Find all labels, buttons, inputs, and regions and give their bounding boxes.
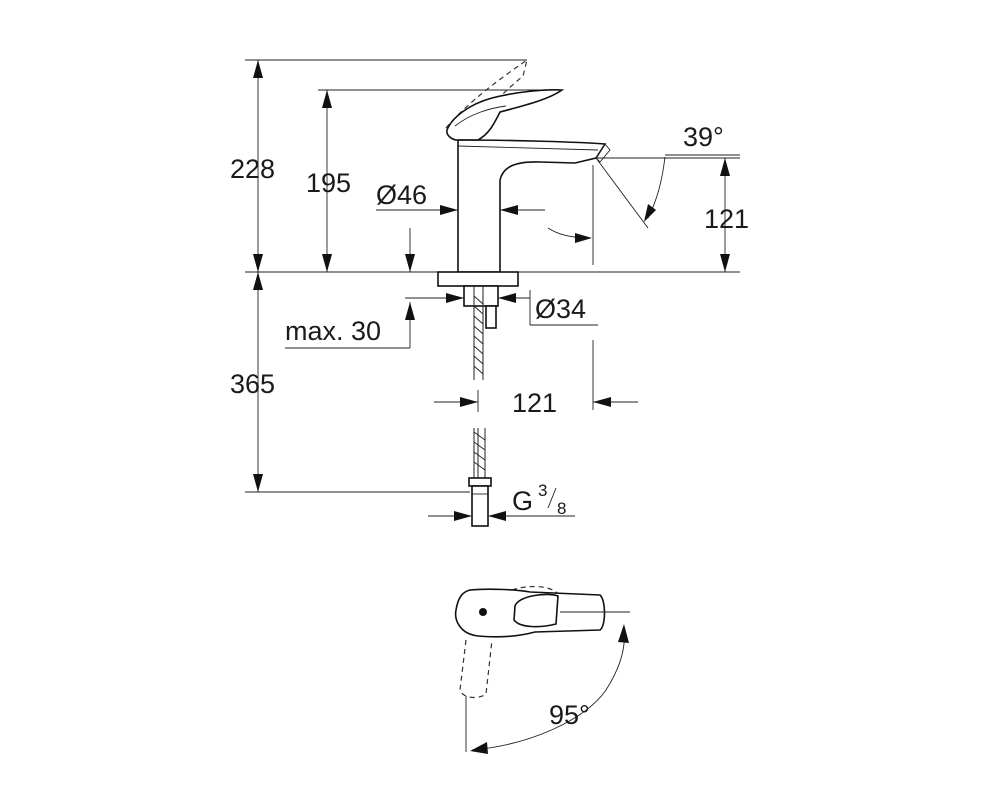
mounting-nut: [463, 285, 499, 307]
dimension-195-label: 195: [306, 168, 351, 198]
supply-hose: [473, 286, 486, 478]
mounting-rod: [485, 305, 497, 329]
dimension-95-label: 95°: [549, 700, 590, 730]
lever-inner-line: [454, 105, 507, 127]
dimension-thread-numerator: 3: [538, 481, 547, 500]
spout-outlet: [595, 143, 611, 163]
spout-top-line: [457, 145, 599, 151]
mounting-plate: [437, 271, 519, 287]
dimension-d46-label: Ø46: [376, 180, 427, 210]
hose-connector: [468, 477, 492, 527]
dimension-365-label: 365: [230, 369, 275, 399]
faucet-side-view: 228 195 Ø46 39° 121 Ø34: [230, 58, 749, 527]
lever-raised-dashed: [445, 58, 528, 129]
dimension-thread-denominator: 8: [557, 499, 566, 518]
dimension-d34-label: Ø34: [535, 294, 586, 324]
dimension-228-label: 228: [230, 154, 275, 184]
top-view-lever: [513, 593, 559, 628]
dimension-121-reach-label: 121: [512, 388, 557, 418]
dimension-121-height-label: 121: [704, 204, 749, 234]
lever-rotated-dashed: [459, 639, 493, 699]
dimension-max30-label: max. 30: [285, 316, 381, 346]
faucet-body: [457, 139, 607, 273]
dimension-39-label: 39°: [683, 122, 724, 152]
faucet-top-view: 95°: [454, 585, 630, 754]
top-view-aerator: [479, 608, 487, 616]
faucet-lever: [446, 89, 565, 141]
dimension-thread-label: G: [512, 486, 533, 516]
